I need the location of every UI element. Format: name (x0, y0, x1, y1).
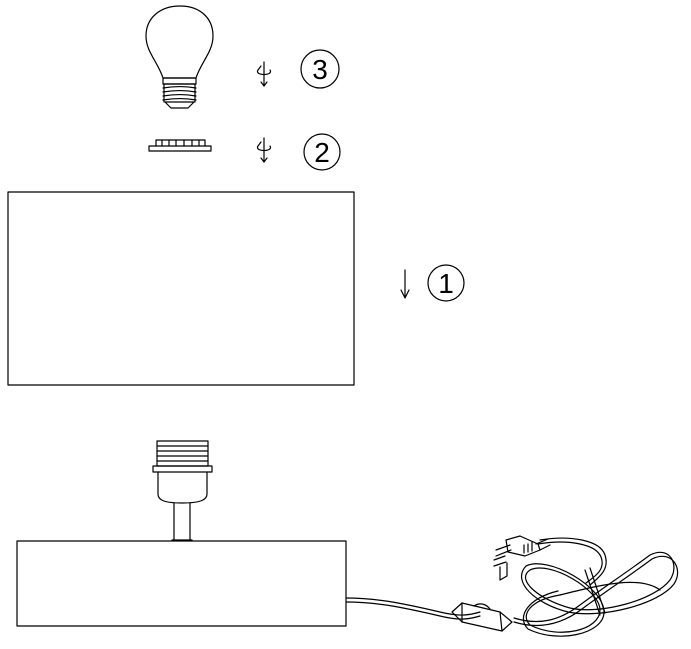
rotate-screw-icon (256, 137, 272, 163)
bulb-screw-base (162, 83, 197, 109)
step-2-circle (303, 133, 341, 171)
step-1-badge: 1 (427, 264, 465, 302)
power-cable (345, 537, 679, 637)
step-3-badge: 3 (300, 49, 340, 89)
step-3-circle (300, 49, 340, 89)
lamp-stem (171, 502, 193, 541)
inline-switch (451, 602, 513, 632)
bulb-neck (162, 77, 197, 85)
step-2-badge: 2 (303, 133, 341, 171)
lamp-socket (152, 440, 213, 504)
shade-ring (148, 139, 212, 152)
step-2-number: 2 (314, 137, 330, 168)
lamp-base (16, 540, 347, 627)
step-1-number: 1 (438, 268, 454, 299)
arrow-down-icon (400, 269, 410, 299)
light-bulb (145, 5, 214, 109)
step-1-circle (427, 264, 465, 302)
rotate-screw-icon (256, 61, 272, 87)
euro-plug-icon (493, 535, 551, 581)
step-3-number: 3 (312, 54, 328, 85)
bulb-glass (145, 5, 214, 79)
lamp-shade (7, 191, 355, 386)
